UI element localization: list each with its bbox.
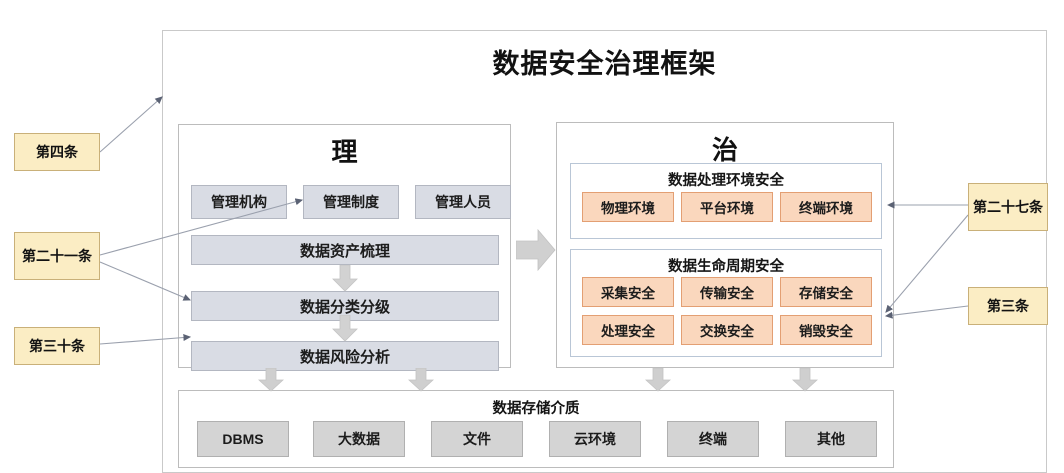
down-arrow-icon-classification-to-risk <box>332 315 358 342</box>
node-storage-dbms[interactable]: DBMS <box>197 421 289 457</box>
leader-line-note-4 <box>99 96 163 153</box>
node-management-system[interactable]: 管理制度 <box>303 185 399 219</box>
panel-right-heading: 治 <box>711 135 738 165</box>
node-processing-security[interactable]: 处理安全 <box>582 315 674 345</box>
node-management-organization[interactable]: 管理机构 <box>191 185 287 219</box>
node-transmission-security[interactable]: 传输安全 <box>681 277 773 307</box>
panel-data-storage-media: 数据存储介质 DBMS 大数据 文件 云环境 终端 其他 <box>178 390 894 468</box>
node-collection-security[interactable]: 采集安全 <box>582 277 674 307</box>
node-data-asset-inventory[interactable]: 数据资产梳理 <box>191 235 499 265</box>
annotation-article-30[interactable]: 第三十条 <box>14 327 100 365</box>
node-management-personnel[interactable]: 管理人员 <box>415 185 511 219</box>
panel-left-heading: 理 <box>331 137 358 167</box>
panel-governance-control: 治 数据处理环境安全 物理环境 平台环境 终端环境 数据生命周期安全 采集安全 … <box>556 122 894 368</box>
down-arrow-icon-storage-3 <box>645 368 671 392</box>
node-storage-bigdata[interactable]: 大数据 <box>313 421 405 457</box>
node-storage-cloud[interactable]: 云环境 <box>549 421 641 457</box>
storage-title: 数据存储介质 <box>492 401 580 417</box>
annotation-article-27[interactable]: 第二十七条 <box>968 183 1048 231</box>
node-terminal-environment[interactable]: 终端环境 <box>780 192 872 222</box>
node-storage-security[interactable]: 存储安全 <box>780 277 872 307</box>
node-platform-environment[interactable]: 平台环境 <box>681 192 773 222</box>
group-processing-environment-security: 数据处理环境安全 物理环境 平台环境 终端环境 <box>570 163 882 239</box>
page-title: 数据安全治理框架 <box>492 49 717 79</box>
annotation-article-21[interactable]: 第二十一条 <box>14 232 100 280</box>
node-physical-environment[interactable]: 物理环境 <box>582 192 674 222</box>
group-title-processing-environment: 数据处理环境安全 <box>668 173 784 189</box>
annotation-article-4[interactable]: 第四条 <box>14 133 100 171</box>
panel-governance-management: 理 管理机构 管理制度 管理人员 数据资产梳理 数据分类分级 数据风险分析 <box>178 124 511 371</box>
node-data-risk-analysis[interactable]: 数据风险分析 <box>191 341 499 371</box>
annotation-article-3[interactable]: 第三条 <box>968 287 1048 325</box>
group-title-data-lifecycle: 数据生命周期安全 <box>668 259 784 275</box>
node-storage-file[interactable]: 文件 <box>431 421 523 457</box>
node-exchange-security[interactable]: 交换安全 <box>681 315 773 345</box>
down-arrow-icon-storage-1 <box>258 368 284 392</box>
node-storage-terminal[interactable]: 终端 <box>667 421 759 457</box>
right-arrow-icon-manage-to-govern <box>516 228 556 272</box>
node-destruction-security[interactable]: 销毁安全 <box>780 315 872 345</box>
down-arrow-icon-asset-to-classification <box>332 265 358 292</box>
group-data-lifecycle-security: 数据生命周期安全 采集安全 传输安全 存储安全 处理安全 交换安全 销毁安全 <box>570 249 882 357</box>
node-storage-other[interactable]: 其他 <box>785 421 877 457</box>
down-arrow-icon-storage-2 <box>408 368 434 392</box>
down-arrow-icon-storage-4 <box>792 368 818 392</box>
